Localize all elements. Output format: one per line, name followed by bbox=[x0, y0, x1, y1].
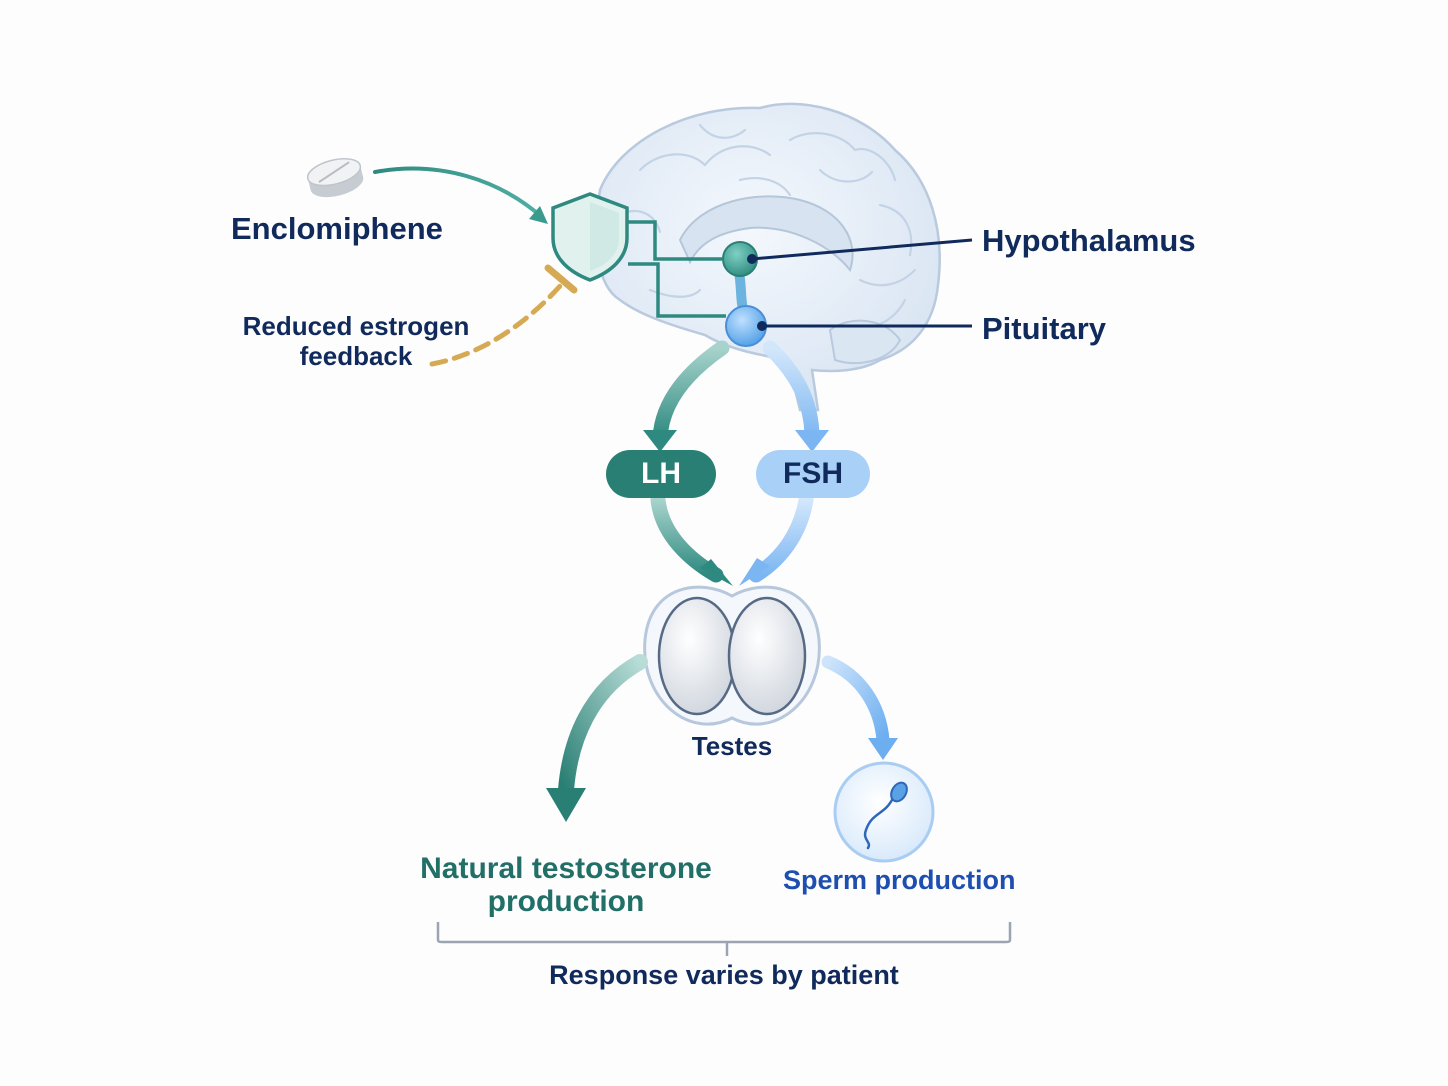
lh-secretion-arrowhead bbox=[643, 430, 677, 452]
lh-to-testes-arrowhead bbox=[700, 559, 733, 586]
lh-secretion-arrow bbox=[652, 340, 730, 446]
testosterone-arrowhead bbox=[546, 788, 586, 822]
testes-label: Testes bbox=[691, 731, 773, 761]
fsh-secretion-arrowhead bbox=[795, 430, 829, 452]
testosterone-arrow bbox=[558, 654, 648, 798]
hypothalamus-leader-dot bbox=[747, 254, 757, 264]
lh-badge: LH bbox=[606, 450, 716, 498]
fsh-secretion-arrow bbox=[762, 340, 820, 446]
testes-icon bbox=[643, 585, 821, 726]
drug-label: Enclomiphene bbox=[231, 211, 443, 246]
drug-arrow bbox=[373, 166, 545, 220]
shield-icon bbox=[551, 192, 629, 282]
pituitary-leader-dot bbox=[757, 321, 767, 331]
sperm-arrow bbox=[821, 655, 890, 747]
hypothalamus-leader-line bbox=[751, 238, 973, 261]
pituitary-label: Pituitary bbox=[982, 311, 1107, 346]
feedback-label: Reduced estrogen feedback bbox=[242, 311, 470, 371]
hypothalamus-label: Hypothalamus bbox=[982, 223, 1196, 258]
response-bracket bbox=[436, 922, 1012, 944]
testosterone-label: Natural testosterone production bbox=[420, 852, 712, 918]
fsh-badge: FSH bbox=[756, 450, 870, 498]
response-label: Response varies by patient bbox=[549, 960, 899, 990]
drug-arrowhead bbox=[529, 206, 548, 224]
fsh-to-testes-arrowhead bbox=[739, 558, 770, 586]
feedback-block-bar bbox=[544, 264, 578, 294]
feedback-dashed-line bbox=[429, 283, 563, 367]
sperm-icon bbox=[833, 761, 935, 863]
pill-icon bbox=[306, 158, 364, 198]
sperm-label: Sperm production bbox=[783, 865, 1016, 895]
shield-connector-lines bbox=[628, 220, 726, 318]
sperm-arrowhead bbox=[868, 738, 898, 760]
